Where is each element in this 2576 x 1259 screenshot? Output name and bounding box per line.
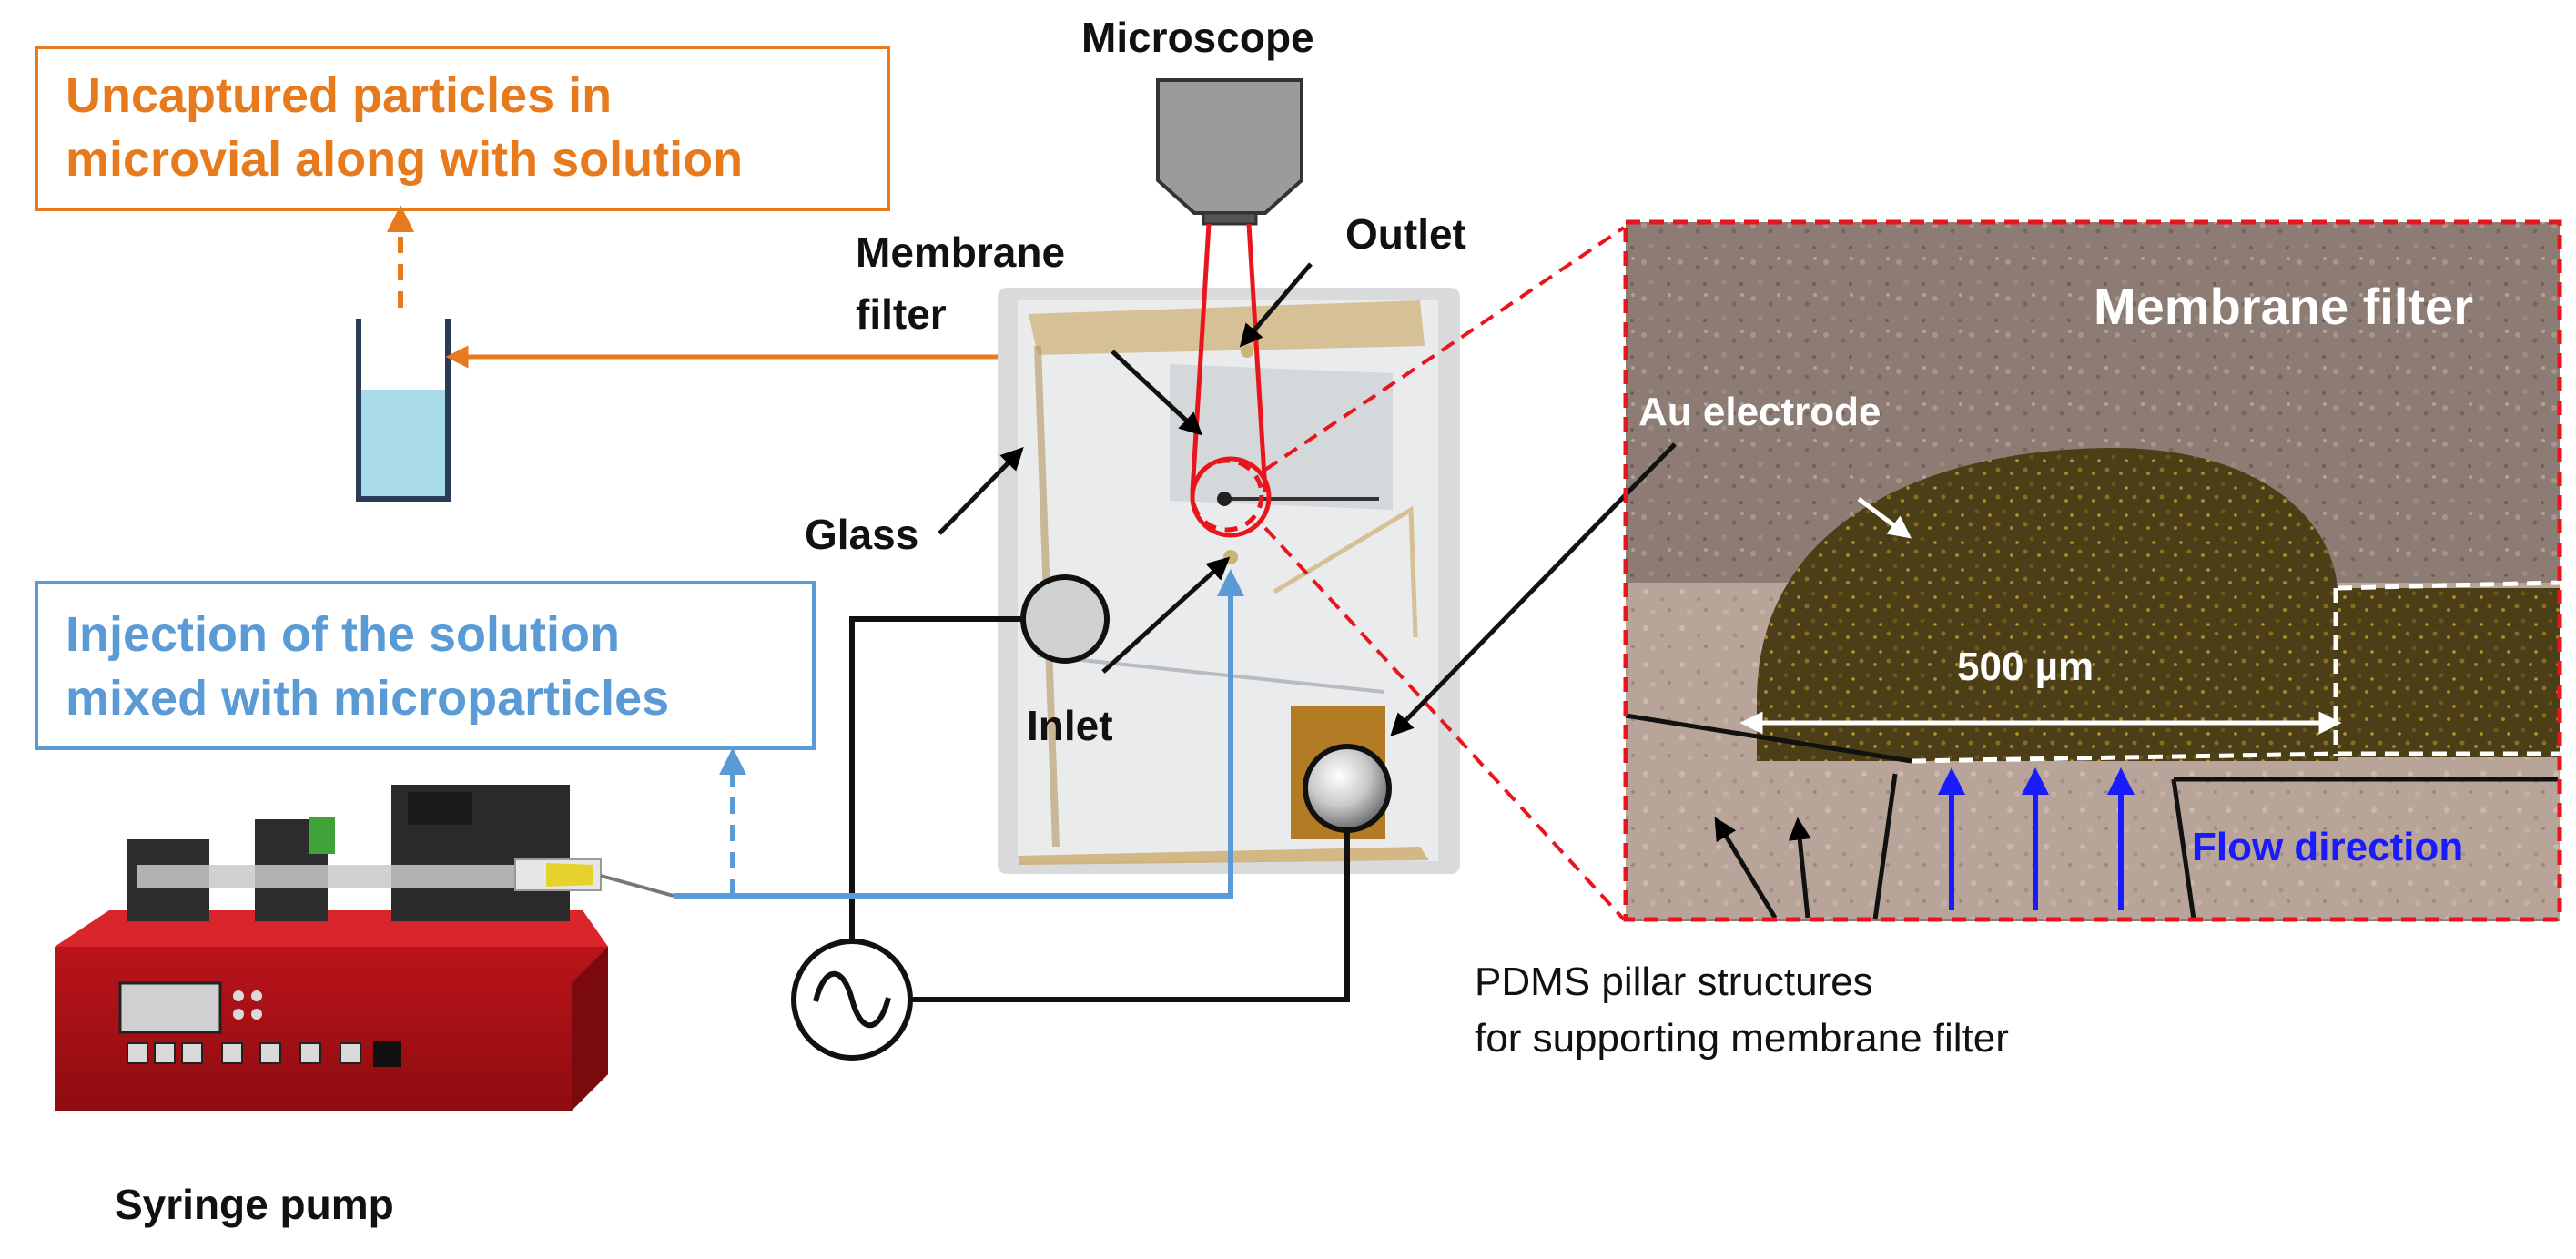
- membrane-arrow: [1111, 350, 1203, 436]
- electrical-circuit: [791, 574, 1392, 1061]
- microscope-label: Microscope: [1081, 14, 1314, 61]
- syringe-pump: [55, 785, 674, 1111]
- output-box-line1: Uncaptured particles in: [66, 68, 613, 123]
- input-box-line1: Injection of the solution: [66, 607, 620, 662]
- inset-title: Membrane filter: [2094, 278, 2473, 335]
- au-electrode-label: Au electrode: [1638, 390, 1881, 434]
- microvial: [356, 319, 451, 502]
- glass-label: Glass: [805, 511, 919, 558]
- zoom-line-bottom: [1263, 526, 1626, 921]
- glass-arrow: [938, 447, 1024, 535]
- inlet-arrow: [1101, 556, 1231, 674]
- outlet-label: Outlet: [1345, 210, 1466, 258]
- output-box: Uncaptured particles in microvial along …: [35, 46, 890, 211]
- syringe-pump-label: Syringe pump: [115, 1181, 394, 1228]
- injection-line: [674, 569, 1244, 899]
- membrane-filter-label-1: Membrane: [856, 228, 1066, 276]
- membrane-filter-label-2: filter: [856, 290, 947, 338]
- scale-bar-label: 500 µm: [1957, 645, 2094, 689]
- pdms-label-line2: for supporting membrane filter: [1475, 1016, 2009, 1061]
- input-box: Injection of the solution mixed with mic…: [35, 581, 816, 750]
- inlet-label: Inlet: [1027, 702, 1113, 749]
- output-box-line2: microvial along with solution: [66, 132, 744, 187]
- outlet-arrow: [1239, 262, 1313, 348]
- input-box-line2: mixed with microparticles: [66, 671, 670, 726]
- microscope: [1156, 78, 1303, 538]
- flow-direction-label: Flow direction: [2192, 825, 2464, 869]
- pdms-label-line1: PDMS pillar structures: [1475, 959, 1873, 1004]
- zoom-line-top: [1263, 226, 1626, 472]
- microscope-inset: [1390, 219, 2562, 922]
